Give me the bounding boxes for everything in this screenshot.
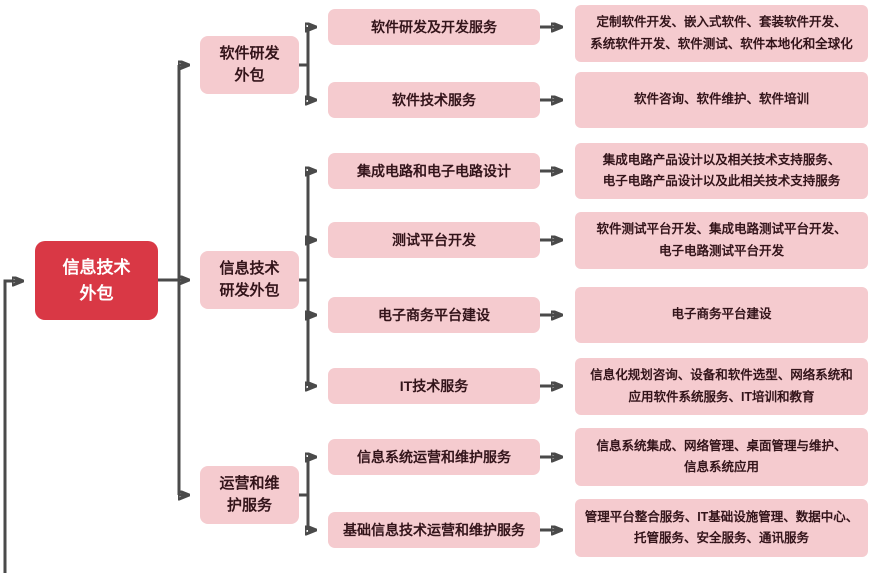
desc-node-it-tech-services: 信息化规划咨询、设备和软件选型、网络系统和 应用软件系统服务、IT培训和教育 [575, 358, 868, 415]
group-node-it-rd-outsourcing: 信息技术 研发外包 [200, 251, 299, 309]
group-node-ops-maintenance-services: 运营和维 护服务 [200, 466, 299, 524]
desc-node-info-system-ops-maintenance: 信息系统集成、网络管理、桌面管理与维护、 信息系统应用 [575, 428, 868, 486]
desc-node-ic-circuit-design: 集成电路产品设计以及相关技术支持服务、 电子电路产品设计以及此相关技术支持服务 [575, 143, 868, 199]
edge-left-feeder [3, 281, 22, 573]
category-node-ic-circuit-design: 集成电路和电子电路设计 [328, 153, 540, 189]
category-node-software-rd-dev-services: 软件研发及开发服务 [328, 9, 540, 45]
desc-node-basic-it-ops-maintenance: 管理平台整合服务、IT基础设施管理、数据中心、 托管服务、安全服务、通讯服务 [575, 499, 868, 557]
desc-node-test-platform-dev: 软件测试平台开发、集成电路测试平台开发、 电子电路测试平台开发 [575, 212, 868, 269]
desc-node-ecommerce-platform: 电子商务平台建设 [575, 287, 868, 343]
desc-node-software-tech-services: 软件咨询、软件维护、软件培训 [575, 72, 868, 128]
category-node-test-platform-dev: 测试平台开发 [328, 222, 540, 258]
desc-node-software-rd-dev-services: 定制软件开发、嵌入式软件、套装软件开发、 系统软件开发、软件测试、软件本地化和全… [575, 5, 868, 62]
category-node-ecommerce-platform: 电子商务平台建设 [328, 297, 540, 333]
category-node-info-system-ops-maintenance: 信息系统运营和维护服务 [328, 439, 540, 475]
group-node-software-rd-outsourcing: 软件研发 外包 [200, 36, 299, 94]
category-node-basic-it-ops-maintenance: 基础信息技术运营和维护服务 [328, 512, 540, 548]
root-node-it-outsourcing: 信息技术 外包 [35, 241, 158, 320]
category-node-software-tech-services: 软件技术服务 [328, 82, 540, 118]
category-node-it-tech-services: IT技术服务 [328, 368, 540, 404]
